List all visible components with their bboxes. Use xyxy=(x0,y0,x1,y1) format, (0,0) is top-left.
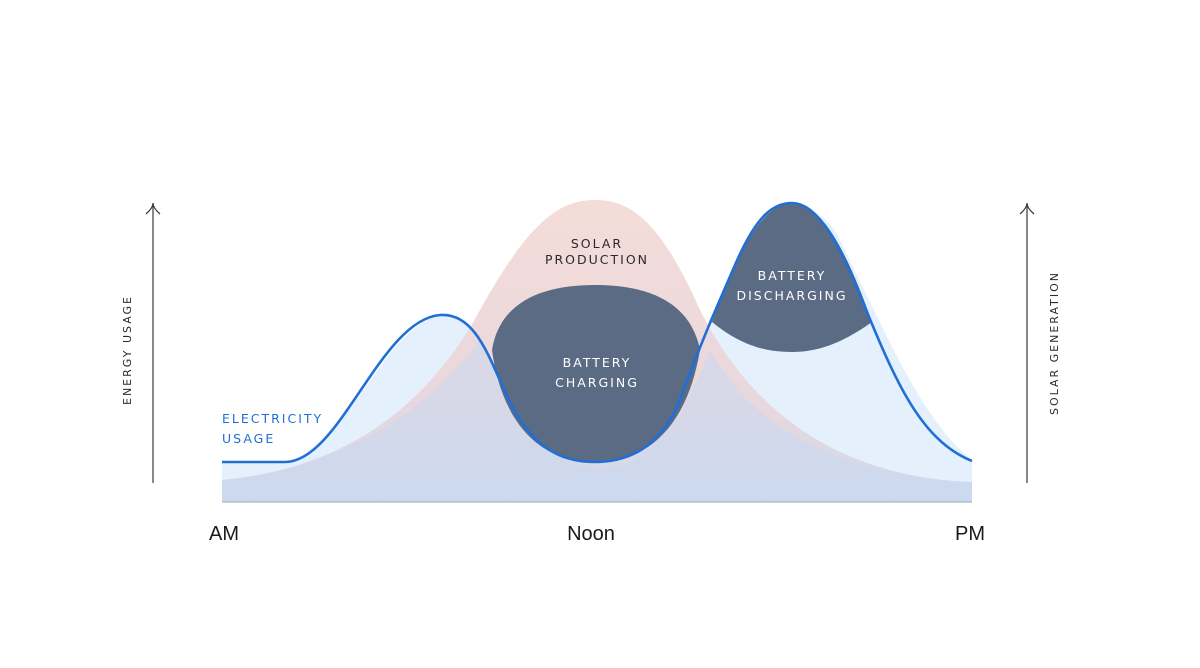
electricity-usage-label-1: ELECTRICITY xyxy=(222,411,323,426)
time-label-noon: Noon xyxy=(567,523,615,545)
base-area xyxy=(222,340,972,502)
battery-discharging-label-2: DISCHARGING xyxy=(736,288,847,303)
battery-discharging-shape xyxy=(712,203,872,352)
battery-charging-label-2: CHARGING xyxy=(555,375,639,390)
battery-charging-label-1: BATTERY xyxy=(563,355,632,370)
usage-line xyxy=(222,201,973,464)
battery-discharging-label-1: BATTERY xyxy=(758,268,827,283)
solar-production-label-1: SOLAR xyxy=(571,236,623,251)
left-axis-label: ENERGY USAGE xyxy=(121,295,134,405)
time-label-pm: PM xyxy=(955,523,985,545)
right-axis-label: SOLAR GENERATION xyxy=(1048,271,1061,415)
electricity-usage-label-2: USAGE xyxy=(222,431,275,446)
battery-charging-shape xyxy=(492,285,700,462)
solar-production-label-2: PRODUCTION xyxy=(545,252,649,267)
time-label-am: AM xyxy=(209,523,239,545)
right-axis-arrow xyxy=(1019,202,1035,483)
left-axis-arrow xyxy=(145,202,161,483)
